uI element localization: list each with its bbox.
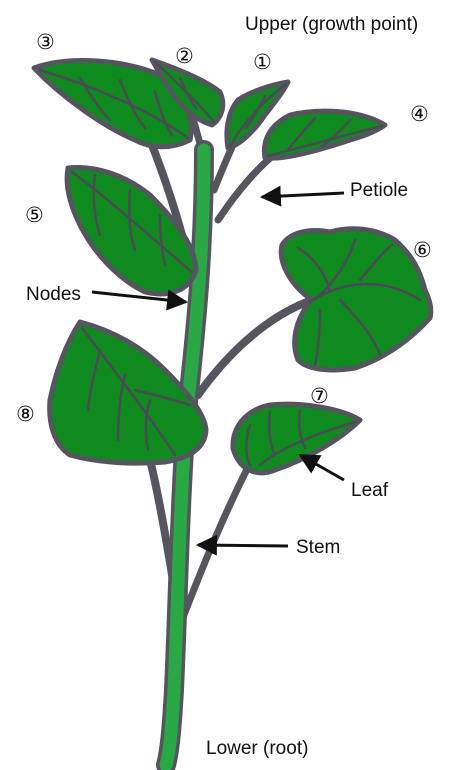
- leaf-number-2: ②: [175, 46, 194, 67]
- leaf-label: Leaf: [351, 480, 388, 502]
- leaf-number-3: ③: [36, 32, 55, 53]
- petiole-label: Petiole: [350, 180, 408, 202]
- leaf-number-1: ①: [253, 52, 272, 73]
- leaf-number-4: ④: [410, 104, 429, 125]
- petiole-arrow: [262, 193, 344, 197]
- leaf-arrow: [300, 455, 344, 480]
- nodes-label: Nodes: [26, 284, 81, 306]
- lower-label: Lower (root): [206, 738, 308, 760]
- stem-arrow: [198, 545, 288, 546]
- leaf-number-5: ⑤: [25, 205, 44, 226]
- stem-label: Stem: [296, 537, 340, 559]
- leaf-8: [50, 322, 206, 463]
- leaf-number-6: ⑥: [413, 240, 432, 261]
- upper-label: Upper (growth point): [245, 14, 418, 36]
- leaf-number-7: ⑦: [310, 386, 329, 407]
- leaf-number-8: ⑧: [16, 404, 35, 425]
- leaf-7: [233, 404, 360, 473]
